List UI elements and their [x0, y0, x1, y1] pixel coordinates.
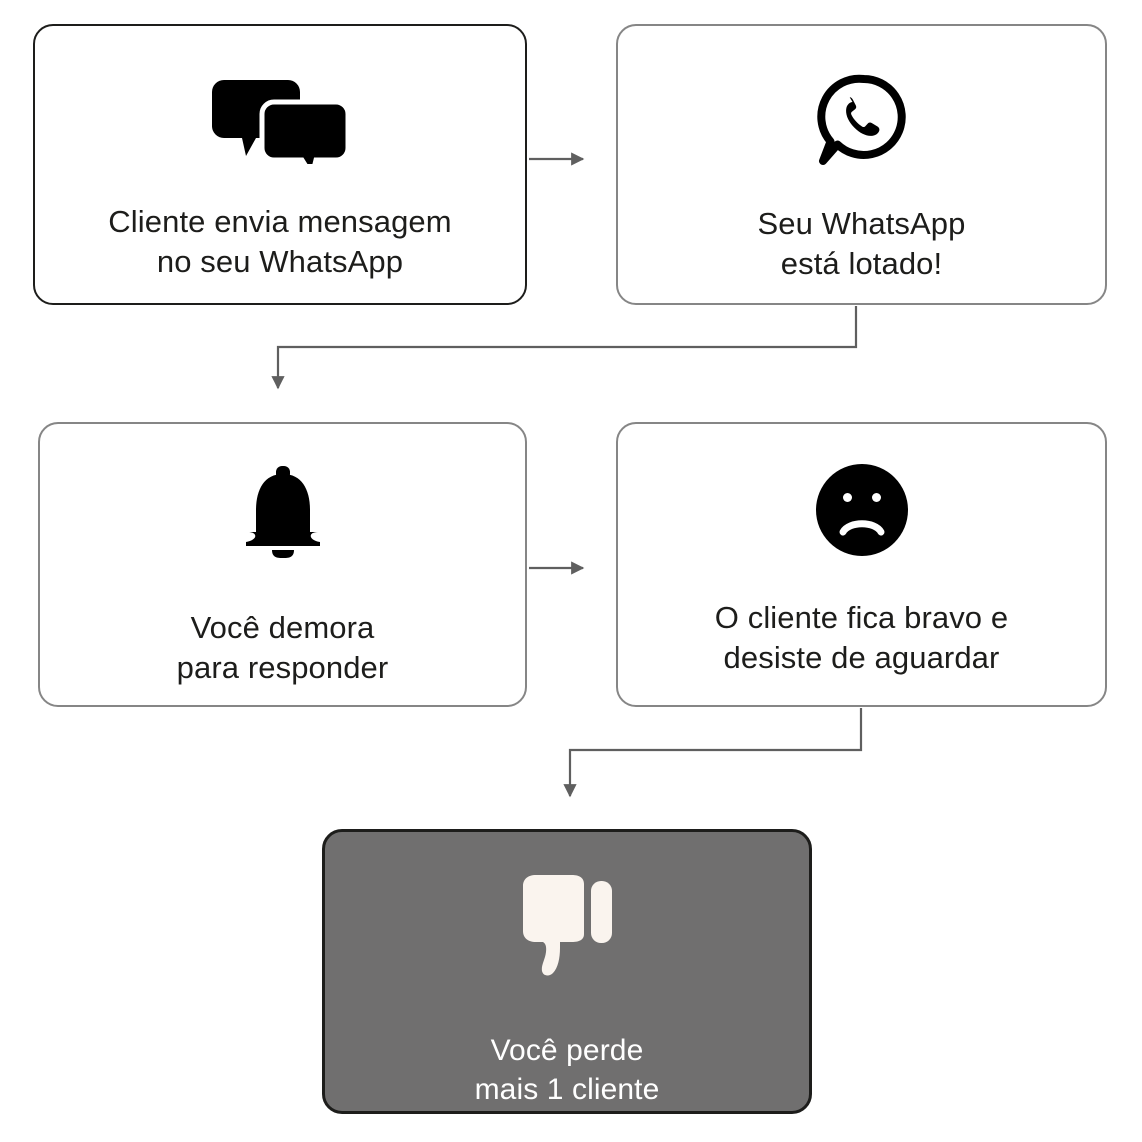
flow-node-label: O cliente fica bravo e desiste de aguard… [714, 600, 1009, 675]
flow-node-label: Cliente envia mensagem no seu WhatsApp [108, 204, 452, 279]
thumbs-down-icon [522, 872, 612, 977]
flow-node-cliente-fica-bravo[interactable]: O cliente fica bravo e desiste de aguard… [616, 422, 1107, 707]
flow-node-cliente-envia-mensagem[interactable]: Cliente envia mensagem no seu WhatsApp [33, 24, 527, 305]
flow-node-label: Você perde mais 1 cliente [474, 1034, 660, 1106]
flow-node-whatsapp-lotado[interactable]: Seu WhatsApp está lotado! [616, 24, 1107, 305]
flow-node-label: Você demora para responder [176, 610, 389, 685]
connector-4-to-5 [563, 708, 863, 798]
whatsapp-logo-icon [816, 74, 908, 166]
sad-face-icon [815, 464, 908, 556]
connector-2-to-3 [271, 306, 858, 390]
chat-bubbles-icon [212, 80, 351, 183]
bell-icon [242, 466, 324, 558]
flow-node-label: Seu WhatsApp está lotado! [757, 206, 966, 281]
flow-node-voce-perde-mais-1-cliente[interactable]: Você perde mais 1 cliente [322, 829, 812, 1114]
flow-node-voce-demora-para-responder[interactable]: Você demora para responder [38, 422, 527, 707]
